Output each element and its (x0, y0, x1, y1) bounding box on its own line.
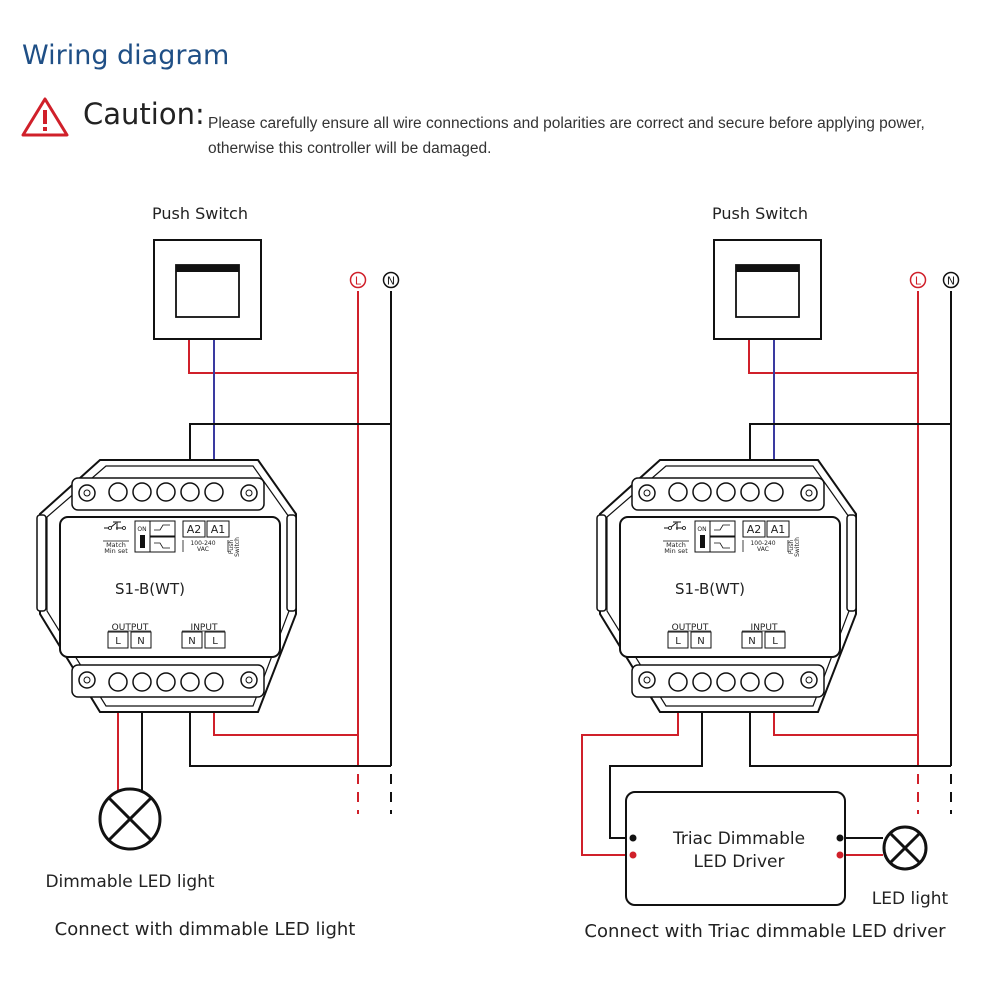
page-title: Wiring diagram (22, 40, 230, 71)
right-model-label: S1-B(WT) (675, 580, 745, 598)
left-in-n: N (188, 636, 195, 647)
left-push-switch-label: Push Switch (152, 204, 248, 223)
left-dip-on-label: ON (137, 526, 146, 533)
left-out-l: L (115, 636, 121, 647)
left-lamp-icon (98, 787, 162, 851)
left-output-label: OUTPUT (112, 623, 149, 633)
right-lamp-icon (882, 825, 928, 871)
right-live-marker: L (909, 271, 927, 289)
left-lamp-label: Dimmable LED light (45, 872, 214, 892)
left-neutral-marker: N (382, 271, 400, 289)
left-push-switch (153, 239, 262, 340)
left-voltage-label-2: VAC (197, 546, 209, 553)
right-controller-labels: Match Min set ON A2 A1 100-240 VAC Push … (664, 523, 801, 647)
right-dip-on-label: ON (697, 526, 706, 533)
right-in-n: N (748, 636, 755, 647)
right-caption: Connect with Triac dimmable LED driver (584, 921, 946, 942)
left-a1-label: A1 (211, 523, 226, 536)
caution-label: Caution: (83, 97, 205, 131)
left-diagram: L N Push Switch Match Min set ON A2 A1 1… (36, 204, 400, 940)
left-in-l: L (212, 636, 218, 647)
right-push-label: Push (788, 540, 795, 554)
right-voltage-label-2: VAC (757, 546, 769, 553)
right-live-letter: L (915, 275, 922, 288)
left-input-label: INPUT (191, 623, 218, 633)
right-out-l: L (675, 636, 681, 647)
caution-line-2: otherwise this controller will be damage… (208, 140, 492, 157)
triac-driver-box: Triac Dimmable LED Driver (625, 791, 846, 906)
left-a2-label: A2 (187, 523, 202, 536)
right-neutral-letter: N (947, 275, 955, 288)
caution-text: Please carefully ensure all wire connect… (208, 111, 998, 161)
left-out-n: N (137, 636, 144, 647)
right-diagram: L N Push Switch Match Min set ON A2 A1 1… (581, 204, 960, 942)
left-neutral-letter: N (387, 275, 395, 288)
right-match-label: Match (666, 541, 686, 549)
left-model-label: S1-B(WT) (115, 580, 185, 598)
right-in-l: L (772, 636, 778, 647)
right-output-label: OUTPUT (672, 623, 709, 633)
right-minset-label: Min set (664, 547, 688, 555)
left-switch-label: Switch (234, 537, 241, 557)
right-out-n: N (697, 636, 704, 647)
right-neutral-marker: N (942, 271, 960, 289)
right-input-label: INPUT (751, 623, 778, 633)
warning-triangle-icon (21, 97, 69, 137)
caution-line-1: Please carefully ensure all wire connect… (208, 115, 925, 132)
driver-label-2: LED Driver (693, 852, 784, 872)
driver-label-1: Triac Dimmable (672, 829, 805, 849)
right-voltage-label-1: 100-240 (750, 540, 775, 547)
left-push-label: Push (228, 540, 235, 554)
left-caption: Connect with dimmable LED light (55, 919, 356, 940)
left-voltage-label-1: 100-240 (190, 540, 215, 547)
left-live-letter: L (355, 275, 362, 288)
right-a2-label: A2 (747, 523, 762, 536)
left-minset-label: Min set (104, 547, 128, 555)
left-controller-labels: Match Min set ON A2 A1 100-240 VAC Push … (104, 523, 241, 647)
right-lamp-label: LED light (872, 889, 949, 909)
right-push-switch (713, 239, 822, 340)
right-push-switch-label: Push Switch (712, 204, 808, 223)
right-switch-label: Switch (794, 537, 801, 557)
left-live-marker: L (349, 271, 367, 289)
left-match-label: Match (106, 541, 126, 549)
right-a1-label: A1 (771, 523, 786, 536)
